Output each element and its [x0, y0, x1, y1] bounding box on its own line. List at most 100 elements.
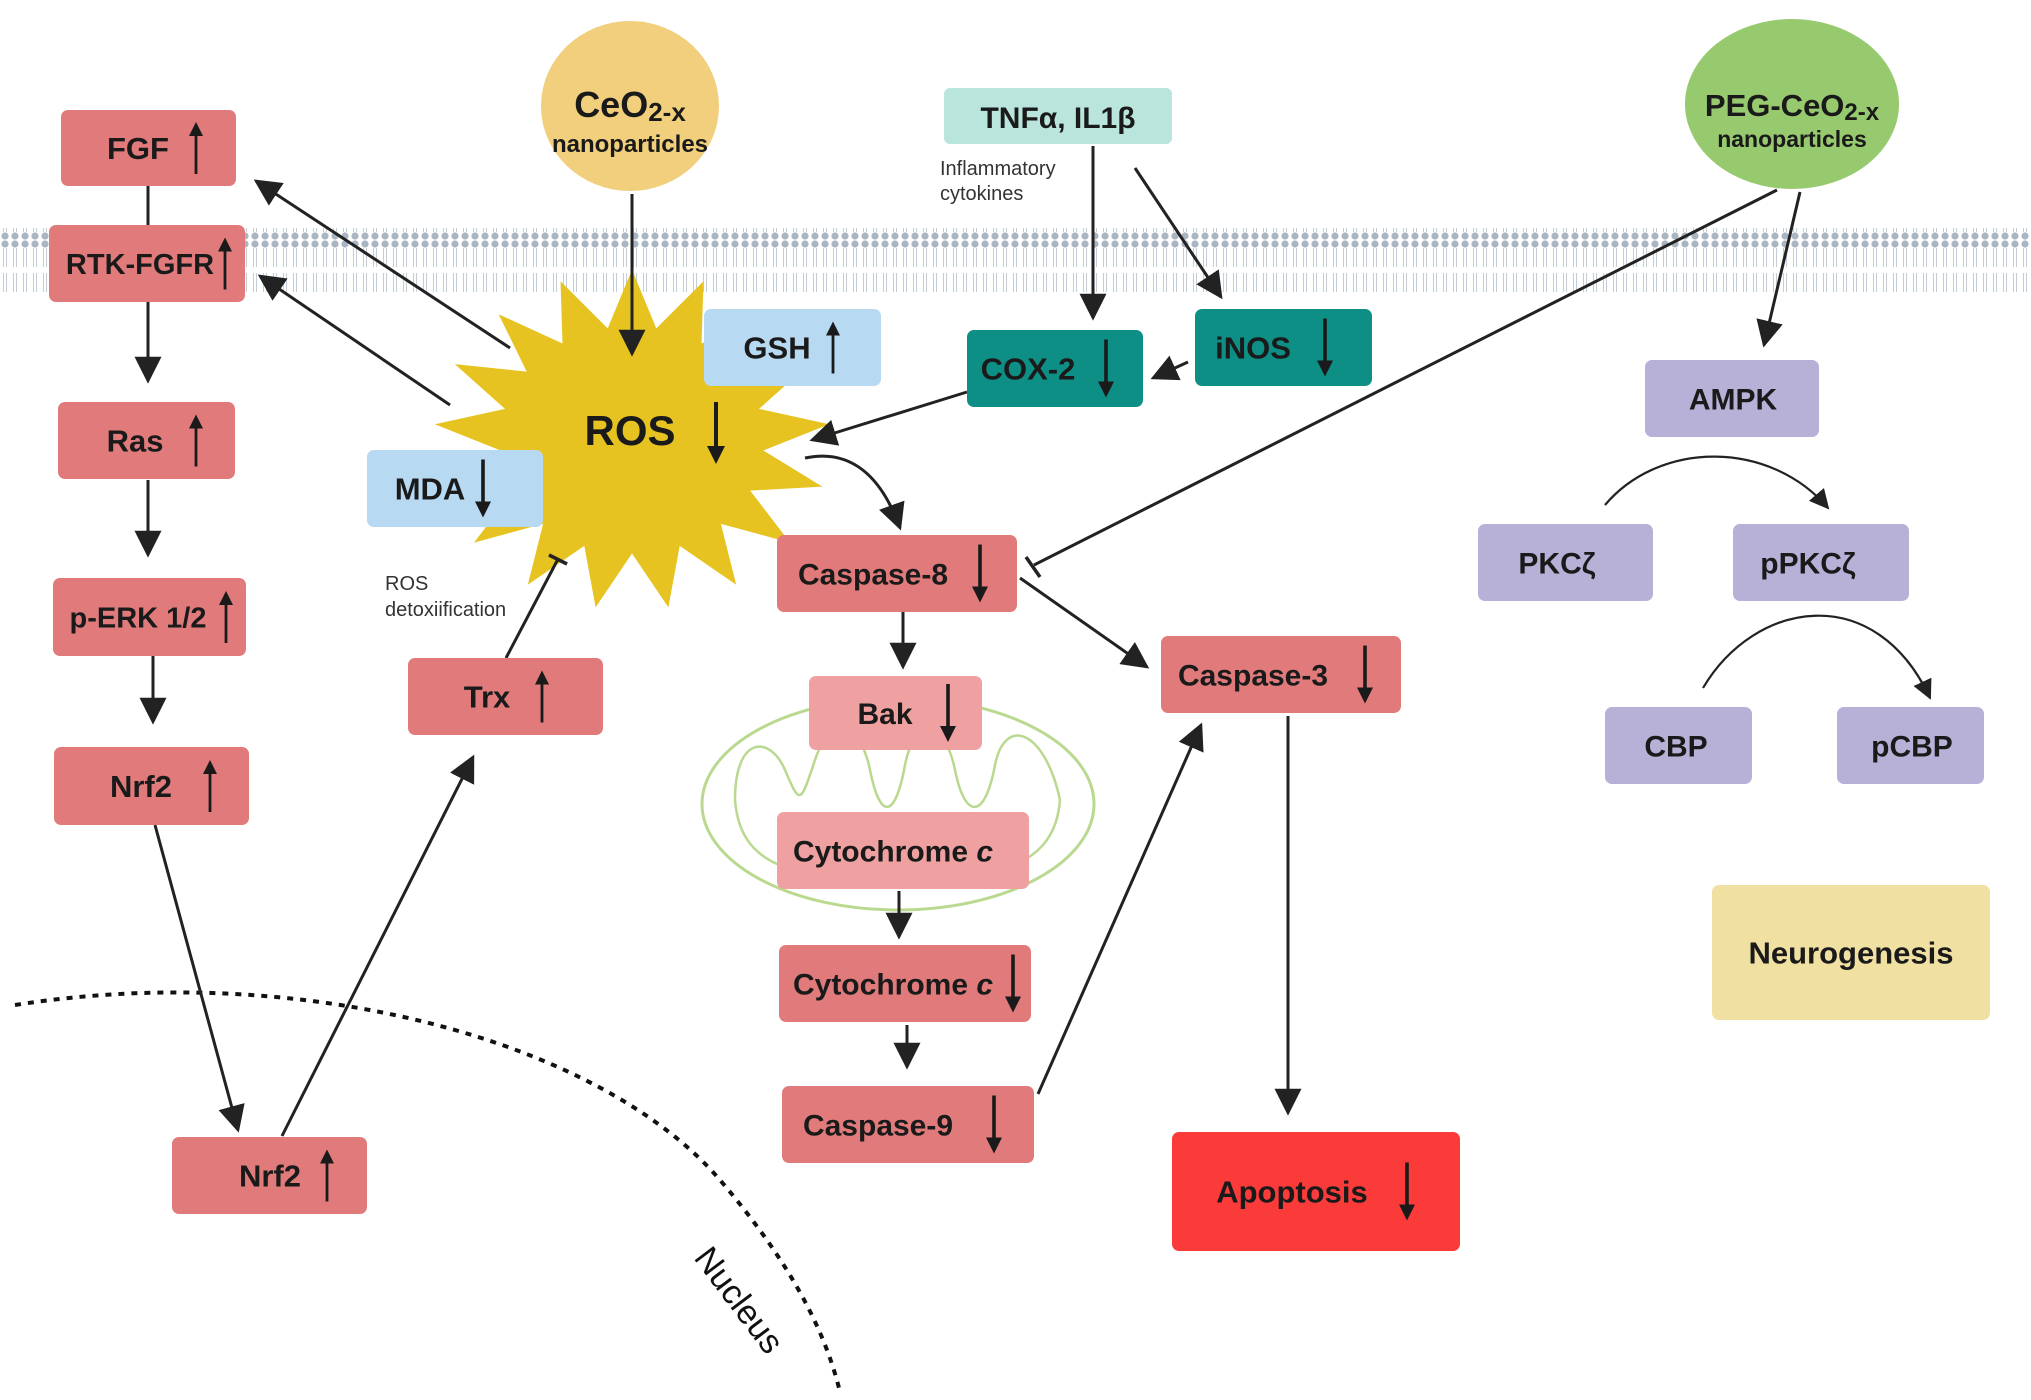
ceo2-title: CeO2-x [574, 84, 686, 127]
pkcz-box-shape [1478, 524, 1653, 601]
cox2-box-shape [967, 330, 1143, 407]
up-arrow-icon [203, 760, 217, 812]
cytokines-note-2: cytokines [940, 183, 1023, 205]
trx-box-shape [408, 658, 603, 735]
ampk-box-shape [1645, 360, 1819, 437]
neurogenesis-box-label: Neurogenesis [1748, 936, 1953, 971]
nucleus-label: Nucleus [687, 1240, 791, 1361]
cytochrome-c-mito-box: Cytochrome c [777, 812, 1029, 889]
trx-inhibits-ros [504, 558, 560, 659]
ros-down-arrow-icon [707, 402, 725, 464]
cytokines-label: TNFα, IL1β [980, 102, 1135, 135]
connectors [134, 146, 1932, 1137]
peg-inhibits-caspase8 [1033, 188, 1778, 567]
caspase9-to-caspase3 [1036, 722, 1204, 1095]
up-arrow-icon [189, 414, 203, 467]
fgf-box-shape [61, 110, 236, 186]
apoptosis-box-label: Apoptosis [1216, 1175, 1368, 1210]
peg-to-ampk [1756, 191, 1802, 348]
pcbp-box: pCBP [1837, 707, 1984, 784]
peg-caption: nanoparticles [1717, 126, 1867, 152]
perk-box-label: p-ERK 1/2 [70, 602, 207, 634]
cox2-box-label: COX-2 [981, 352, 1076, 387]
up-arrow-icon [219, 591, 233, 643]
caspase8-box-label: Caspase-8 [798, 558, 948, 591]
ceo2-caption: nanoparticles [552, 131, 708, 158]
inos-box-label: iNOS [1215, 331, 1291, 366]
ras-box-label: Ras [107, 424, 164, 459]
cbp-box-label: CBP [1644, 730, 1707, 763]
neurogenesis-box: Neurogenesis [1712, 885, 1990, 1020]
inos-box: iNOS [1195, 309, 1372, 386]
cytochrome-c-box: Cytochrome c [779, 945, 1031, 1022]
nrf2-box-label: Nrf2 [110, 769, 172, 804]
neurogenesis-box-shape [1712, 885, 1990, 1020]
mda-box-shape [367, 450, 543, 527]
cytokine-to-inos [1133, 167, 1223, 300]
cytokines-box: TNFα, IL1β [944, 88, 1172, 144]
apoptosis-box: Apoptosis [1172, 1132, 1460, 1251]
cytochrome-c-mito-box-shape [777, 812, 1029, 889]
up-arrow-icon [320, 1149, 334, 1202]
ros-detox-2: detoxiification [385, 599, 506, 621]
mda-box: MDA [367, 450, 543, 527]
down-arrow-icon [940, 684, 956, 742]
caspase9-box-label: Caspase-9 [803, 1109, 953, 1142]
fgf-box-label: FGF [107, 131, 169, 166]
up-arrow-icon [826, 321, 840, 374]
down-arrow-icon [1399, 1162, 1415, 1221]
peg-title: PEG-CeO2-x [1705, 88, 1880, 126]
gsh-box-shape [704, 309, 881, 386]
nucleus-envelope [14, 990, 842, 1393]
down-arrow-icon [475, 459, 491, 518]
bak-box: Bak [809, 676, 982, 750]
cytochrome-c-box-label: Cytochrome c [793, 968, 993, 1001]
ppkcz-box-label: pPKCζ [1760, 547, 1856, 580]
nrf2-to-nuclear [153, 824, 245, 1133]
peg-ceo2-nanoparticles: PEG-CeO2-x nanoparticles [1685, 19, 1899, 189]
rtk-fgfr-box-label: RTK-FGFR [66, 249, 214, 281]
nrf2-nuclear-box-label: Nrf2 [239, 1159, 301, 1194]
cbp-box-shape [1605, 707, 1752, 784]
ampk-box: AMPK [1645, 360, 1819, 437]
down-arrow-icon [1317, 318, 1333, 377]
bak-box-shape [809, 676, 982, 750]
cox2-box: COX-2 [967, 330, 1143, 407]
caspase8-box-shape [777, 535, 1017, 612]
nrf2-nuclear-box: Nrf2 [172, 1137, 367, 1214]
pcbp-box-label: pCBP [1871, 730, 1953, 763]
nuclear-to-trx [280, 754, 475, 1137]
ros-to-fgf [253, 179, 511, 350]
inos-to-cox2 [1150, 355, 1189, 381]
ceo2-nanoparticles: CeO2-x nanoparticles [541, 21, 719, 191]
rtk-fgfr-box-shape [49, 225, 245, 302]
caspase9-box: Caspase-9 [782, 1086, 1034, 1163]
caspase8-to-caspase3 [1019, 576, 1150, 669]
pkcz-box-label: PKCζ [1518, 547, 1595, 580]
caspase3-box: Caspase-3 [1161, 636, 1401, 713]
ampk-box-label: AMPK [1689, 383, 1778, 416]
caspase3-box-shape [1161, 636, 1401, 713]
rtk-fgfr-box: RTK-FGFR [49, 225, 245, 302]
trx-box: Trx [408, 658, 603, 735]
mda-box-label: MDA [395, 472, 466, 507]
perk-box-shape [53, 578, 246, 656]
ras-box: Ras [58, 402, 235, 479]
cytokines-note-1: Inflammatory [940, 158, 1056, 180]
perk-box: p-ERK 1/2 [53, 578, 246, 656]
nrf2-box-shape [54, 747, 249, 825]
cox2-to-ros [809, 390, 968, 446]
gsh-box-label: GSH [743, 331, 810, 366]
ros-to-caspase8 [804, 454, 905, 531]
ros-to-rtk [257, 274, 451, 407]
trx-box-label: Trx [464, 680, 511, 715]
apoptosis-box-shape [1172, 1132, 1460, 1251]
cbp-phosphorylation [1702, 614, 1932, 700]
ppkcz-box-shape [1733, 524, 1909, 601]
down-arrow-icon [1098, 339, 1114, 398]
bak-box-label: Bak [857, 698, 912, 731]
down-arrow-icon [1005, 954, 1021, 1013]
